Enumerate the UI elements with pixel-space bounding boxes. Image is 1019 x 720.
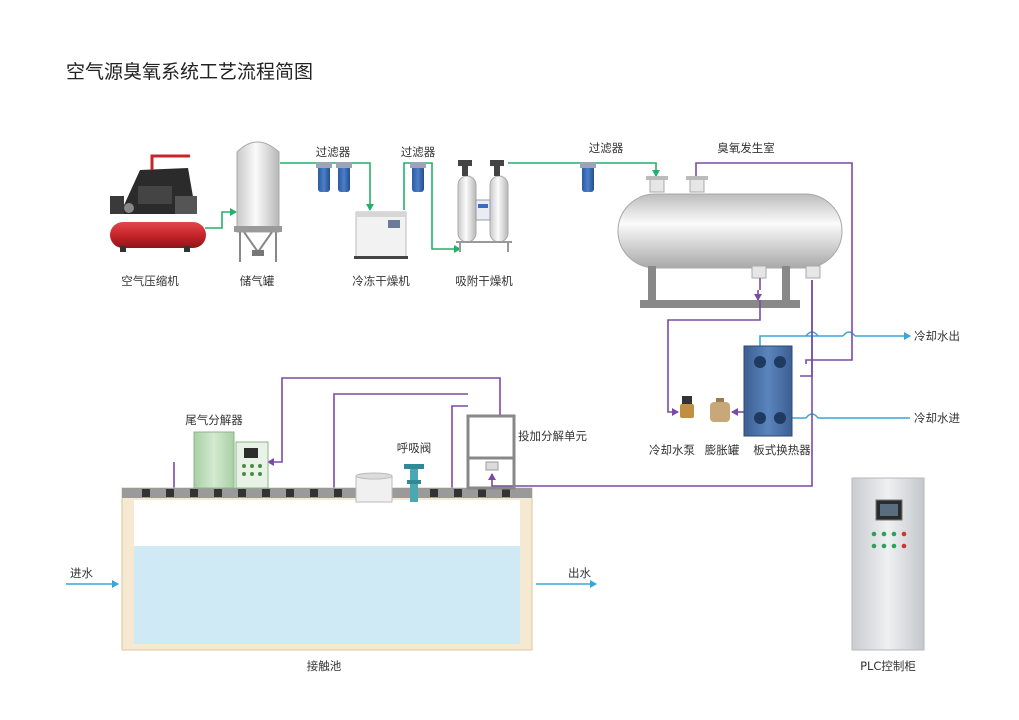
- filter-icon: [410, 162, 426, 192]
- expansion-tank-icon: [710, 398, 730, 422]
- filter-icon: [316, 162, 352, 192]
- tail-gas-destructor-label: 尾气分解器: [185, 413, 243, 427]
- filter-icon: [580, 162, 596, 192]
- diagram-title: 空气源臭氧系统工艺流程简图: [66, 61, 313, 83]
- plate-heat-exchanger-icon: [743, 345, 793, 437]
- storage-tank-icon: [234, 141, 282, 262]
- dosing-unit-icon: [466, 414, 516, 490]
- air-tank-label: 储气罐: [240, 274, 275, 288]
- air-line-pipes: [205, 162, 660, 253]
- contact-tank: [121, 487, 533, 651]
- refrigerated-dryer-icon: [354, 211, 408, 259]
- water-out-label: 出水: [568, 566, 591, 580]
- dosing-unit-label: 投加分解单元: [518, 429, 587, 443]
- cooling-pump-label: 冷却水泵: [649, 443, 695, 457]
- cooling-water-out-label: 冷却水出: [914, 329, 960, 343]
- plate-exchanger-label: 板式换热器: [753, 443, 811, 457]
- expansion-tank-label: 膨胀罐: [705, 443, 740, 457]
- breather-valve-label: 呼吸阀: [397, 441, 432, 455]
- ozone-chamber-label: 臭氧发生室: [717, 141, 775, 155]
- filter-1-label: 过滤器: [316, 145, 351, 159]
- vent-drum-icon: [355, 472, 393, 503]
- plc-cabinet-label: PLC控制柜: [860, 659, 916, 673]
- cooling-water-in-label: 冷却水进: [914, 411, 960, 425]
- adsorption-dryer-label: 吸附干燥机: [455, 274, 513, 288]
- filter-3-label: 过滤器: [589, 141, 624, 155]
- contact-tank-label: 接触池: [307, 659, 342, 673]
- control-cabinet-icon: [851, 477, 925, 651]
- ozone-generator-icon: [617, 176, 843, 308]
- air-compressor-label: 空气压缩机: [121, 274, 179, 288]
- refrigerated-dryer-label: 冷冻干燥机: [352, 274, 410, 288]
- water-in-label: 进水: [70, 566, 93, 580]
- air-compressor-icon: [110, 154, 206, 252]
- valve-icon: [404, 464, 424, 502]
- adsorption-dryer-icon: [456, 160, 512, 252]
- filter-2-label: 过滤器: [401, 145, 436, 159]
- pump-icon: [680, 396, 694, 418]
- destructor-icon: [193, 431, 269, 489]
